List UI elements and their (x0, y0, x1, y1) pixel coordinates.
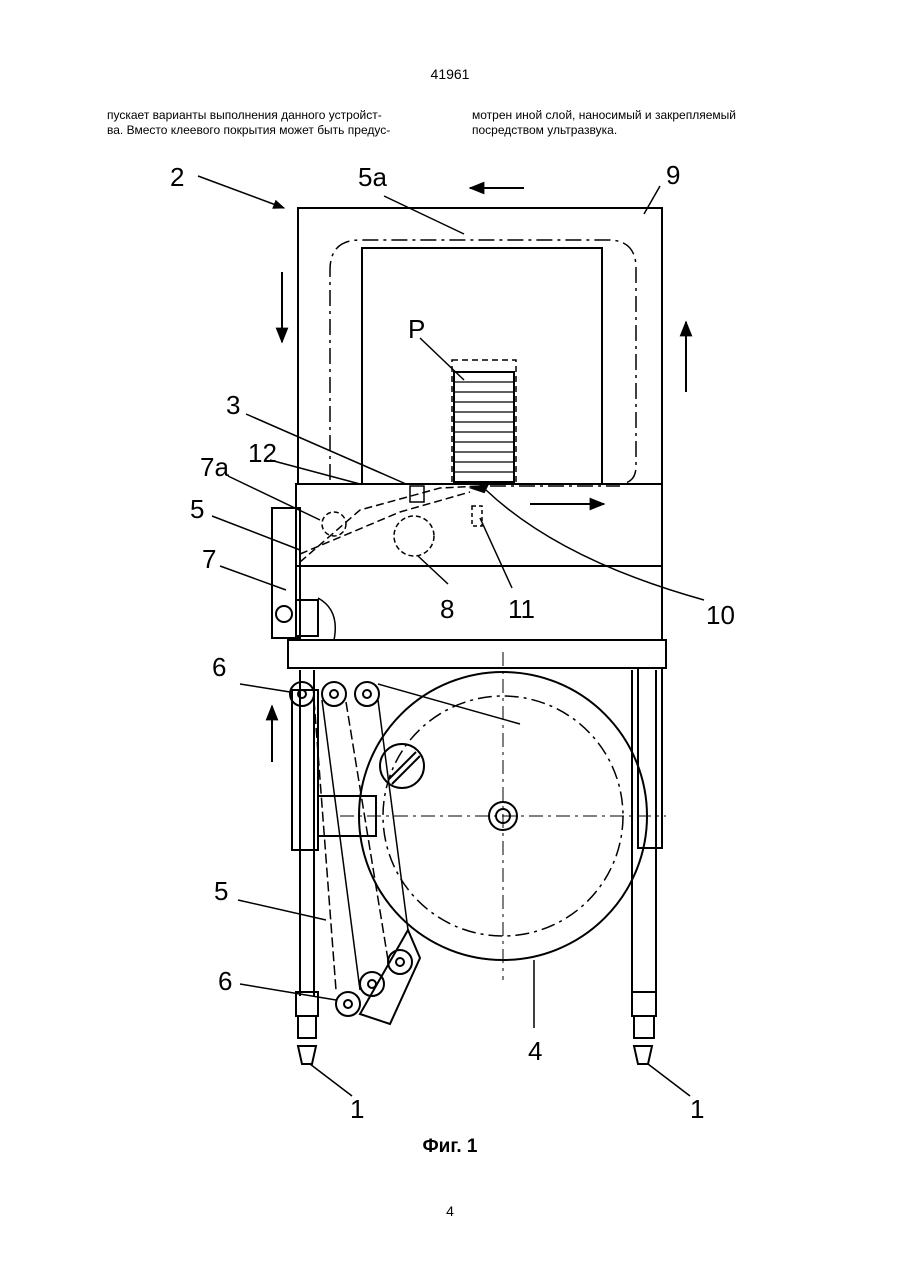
text-line: пускает варианты выполнения данного устр… (107, 108, 432, 123)
leader-lines (198, 176, 704, 1096)
label-P: P (408, 314, 425, 344)
text-line: мотрен иной слой, наносимый и закрепляем… (472, 108, 797, 123)
label-3: 3 (226, 390, 240, 420)
label-1-right: 1 (690, 1094, 704, 1124)
text-line: посредством ультразвука. (472, 123, 797, 138)
text-column-right: мотрен иной слой, наносимый и закрепляем… (472, 108, 797, 138)
tape-roll (340, 652, 666, 980)
label-7: 7 (202, 544, 216, 574)
label-6-bottom: 6 (218, 966, 232, 996)
label-8: 8 (440, 594, 454, 624)
label-12: 12 (248, 438, 277, 468)
figure-caption: Фиг. 1 (0, 1136, 900, 1158)
guide-rollers (290, 682, 520, 1024)
label-5-bottom: 5 (214, 876, 228, 906)
document-number: 41961 (0, 66, 900, 82)
label-1-left: 1 (350, 1094, 364, 1124)
label-7a: 7a (200, 452, 229, 482)
label-6-top: 6 (212, 652, 226, 682)
table-section (272, 484, 662, 640)
label-2: 2 (170, 162, 184, 192)
label-5-top: 5 (190, 494, 204, 524)
label-9: 9 (666, 160, 680, 190)
label-10: 10 (706, 600, 735, 630)
label-11: 11 (508, 594, 535, 624)
text-line: ва. Вместо клеевого покрытия может быть … (107, 123, 432, 138)
page-number: 4 (0, 1203, 900, 1219)
label-5a: 5a (358, 162, 387, 192)
label-4: 4 (528, 1036, 542, 1066)
text-column-left: пускает варианты выполнения данного устр… (107, 108, 432, 138)
motion-arrows (272, 188, 686, 762)
patent-figure-1: 2 5a 9 P 3 12 7a 5 7 8 11 10 6 5 6 4 1 1 (0, 150, 900, 1130)
